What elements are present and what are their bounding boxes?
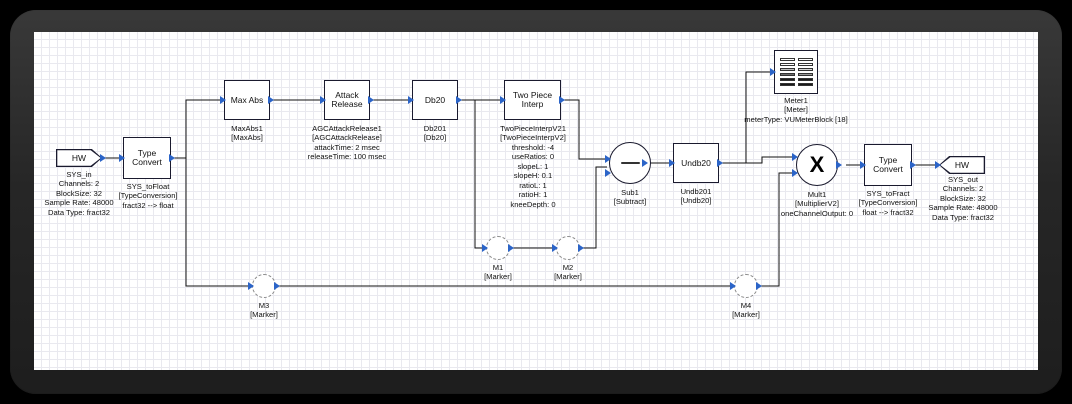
multiply-icon: X (809, 152, 825, 177)
marker-m4-input-port[interactable] (730, 282, 736, 290)
sub1-output-port[interactable] (642, 159, 648, 167)
attack-release-input-port[interactable] (320, 96, 326, 104)
mult1-input-port-b[interactable] (792, 169, 798, 177)
type-convert-in-input-port[interactable] (119, 154, 125, 162)
attack-release-caption: AGCAttackRelease1 [AGCAttackRelease] att… (307, 124, 387, 162)
marker-m1-output-port[interactable] (508, 244, 514, 252)
db20-label: Db20 (424, 94, 446, 105)
block-db20[interactable]: Db20 (412, 80, 458, 120)
marker-m1[interactable] (486, 236, 510, 260)
marker-m3[interactable] (252, 274, 276, 298)
type-convert-out-caption: SYS_toFract [TypeConversion] float --> f… (858, 189, 918, 217)
marker-m4[interactable] (734, 274, 758, 298)
mult1-output-port[interactable] (836, 161, 842, 169)
marker-m3-caption: M3 [Marker] (250, 301, 278, 320)
db20-caption: Db201 [Db20] (423, 124, 447, 143)
sys-out-input-port[interactable] (935, 161, 941, 169)
undb20-caption: Undb201 [Undb20] (680, 187, 712, 206)
mult1-input-port-a[interactable] (792, 153, 798, 161)
block-type-convert-in[interactable]: Type Convert (123, 137, 171, 179)
marker-m3-input-port[interactable] (248, 282, 254, 290)
block-sys-in[interactable]: HW (56, 149, 102, 167)
marker-m2-caption: M2 [Marker] (554, 263, 582, 282)
sys-in-output-port[interactable] (100, 154, 106, 162)
sys-out-caption: SYS_out Channels: 2 BlockSize: 32 Sample… (928, 175, 998, 222)
wire-layer (102, 71, 937, 287)
two-piece-interp-input-port[interactable] (500, 96, 506, 104)
block-undb20[interactable]: Undb20 (673, 143, 719, 183)
marker-m4-output-port[interactable] (756, 282, 762, 290)
sub1-input-port-a[interactable] (605, 155, 611, 163)
max-abs-output-port[interactable] (268, 96, 274, 104)
max-abs-caption: MaxAbs1 [MaxAbs] (231, 124, 263, 143)
meter1-input-port[interactable] (770, 68, 776, 76)
meter-column-left (779, 58, 795, 86)
sys-out-label: HW (954, 160, 970, 170)
block-attack-release[interactable]: Attack Release (324, 80, 370, 120)
attack-release-label: Attack Release (331, 90, 363, 109)
block-type-convert-out[interactable]: Type Convert (864, 144, 912, 186)
sys-in-caption: SYS_in Channels: 2 BlockSize: 32 Sample … (44, 170, 114, 217)
attack-release-output-port[interactable] (368, 96, 374, 104)
marker-m4-caption: M4 [Marker] (732, 301, 760, 320)
db20-output-port[interactable] (456, 96, 462, 104)
block-max-abs[interactable]: Max Abs (224, 80, 270, 120)
marker-m1-caption: M1 [Marker] (484, 263, 512, 282)
block-two-piece-interp[interactable]: Two Piece Interp (504, 80, 561, 120)
mult1-caption: Mult1 [MultiplierV2] oneChannelOutput: 0 (780, 190, 854, 218)
block-mult1[interactable]: X (796, 144, 838, 186)
sys-in-label: HW (71, 153, 87, 163)
undb20-label: Undb20 (681, 157, 711, 168)
block-diagram-canvas[interactable]: HW SYS_in Channels: 2 BlockSize: 32 Samp… (34, 32, 1038, 370)
type-convert-in-output-port[interactable] (169, 154, 175, 162)
marker-m1-input-port[interactable] (482, 244, 488, 252)
sub1-caption: Sub1 [Subtract] (613, 188, 647, 207)
marker-m3-output-port[interactable] (274, 282, 280, 290)
type-convert-out-input-port[interactable] (860, 161, 866, 169)
marker-m2-output-port[interactable] (578, 244, 584, 252)
meter1-caption: Meter1 [Meter] meterType: VUMeterBlock [… (744, 96, 848, 124)
max-abs-label: Max Abs (230, 94, 264, 105)
type-convert-in-caption: SYS_toFloat [TypeConversion] fract32 -->… (118, 182, 178, 210)
marker-m2-input-port[interactable] (552, 244, 558, 252)
max-abs-input-port[interactable] (220, 96, 226, 104)
sub1-input-port-b[interactable] (605, 169, 611, 177)
two-piece-interp-label: Two Piece Interp (512, 90, 553, 109)
block-sys-out[interactable]: HW (939, 156, 985, 174)
type-convert-out-label: Type Convert (873, 155, 903, 174)
type-convert-in-label: Type Convert (132, 148, 162, 167)
db20-input-port[interactable] (408, 96, 414, 104)
undb20-output-port[interactable] (717, 159, 723, 167)
two-piece-interp-output-port[interactable] (559, 96, 565, 104)
two-piece-interp-caption: TwoPieceInterpV21 [TwoPieceInterpV2] thr… (500, 124, 566, 209)
undb20-input-port[interactable] (669, 159, 675, 167)
marker-m2[interactable] (556, 236, 580, 260)
minus-icon (620, 161, 640, 165)
meter-column-right (797, 58, 813, 86)
block-meter1[interactable] (774, 50, 818, 94)
type-convert-out-output-port[interactable] (910, 161, 916, 169)
